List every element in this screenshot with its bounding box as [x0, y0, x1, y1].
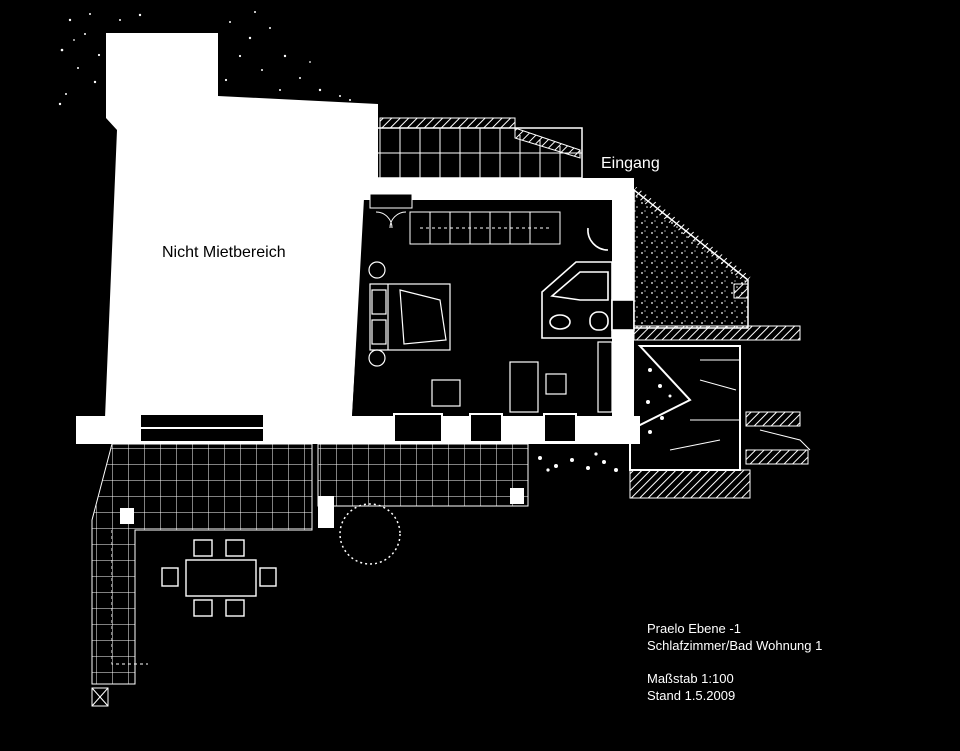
interior-stairs	[369, 193, 561, 245]
non-rental-area-label: Nicht Mietbereich	[162, 244, 286, 261]
room-furniture	[431, 341, 613, 413]
entrance-label: Eingang	[601, 155, 660, 172]
bedroom-floor	[352, 200, 612, 416]
plan-title-line1: Praelo Ebene -1	[647, 621, 741, 636]
plan-scale: Maßstab 1:100	[647, 671, 734, 686]
non-rental-area	[105, 33, 378, 418]
terrace	[91, 443, 529, 707]
plan-date: Stand 1.5.2009	[647, 688, 736, 703]
windows	[139, 413, 577, 443]
gravel-patch	[538, 368, 672, 472]
double-bed	[368, 261, 451, 367]
plan-title-line2: Schlafzimmer/Bad Wohnung 1	[647, 638, 823, 653]
right-exterior	[629, 186, 811, 499]
bathroom	[541, 227, 635, 339]
tree-icon	[339, 503, 401, 565]
vegetation-dots	[58, 11, 351, 106]
dining-table	[161, 539, 277, 617]
upper-stairs	[281, 117, 583, 179]
